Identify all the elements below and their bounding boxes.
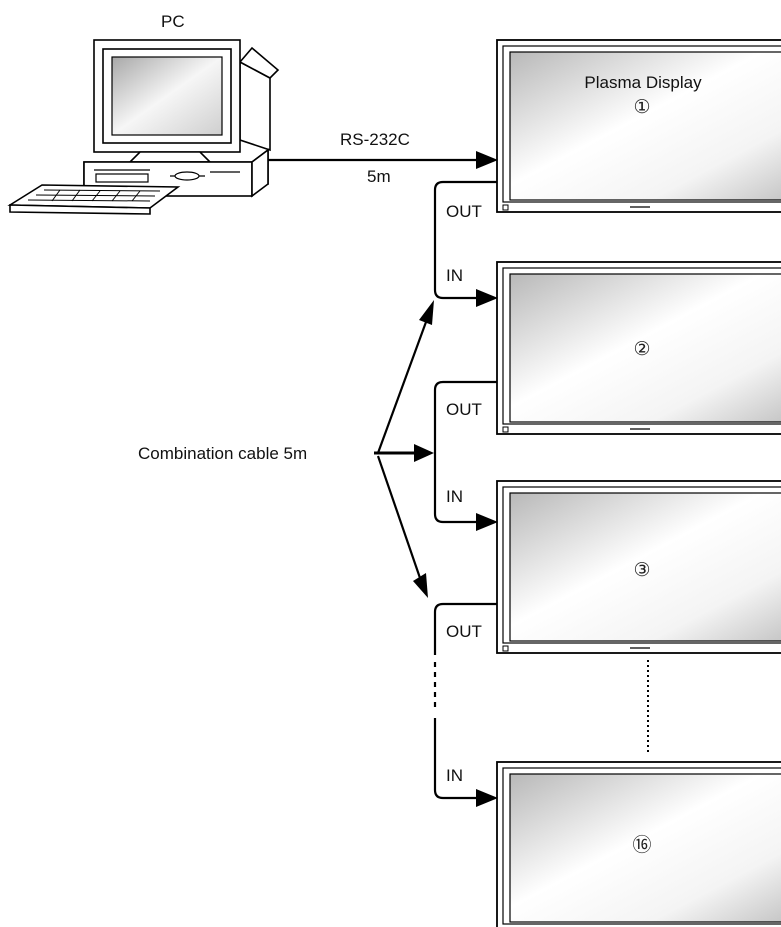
- display-1-title: Plasma Display: [584, 73, 702, 92]
- display-1-number: ①: [633, 96, 651, 118]
- plasma-display-2: [496, 261, 781, 435]
- plasma-display-16: [496, 761, 781, 927]
- port-in-label-3: IN: [446, 487, 463, 506]
- rs232c-cable: [268, 151, 498, 169]
- arrowhead: [476, 151, 498, 169]
- port-out-label-1: OUT: [446, 202, 482, 221]
- port-out-label-3: OUT: [446, 622, 482, 641]
- combination-cable-arrows: [374, 300, 434, 598]
- chain-link-2-3: [433, 380, 498, 531]
- display-3-number: ③: [633, 559, 651, 581]
- display-16-number: ⑯: [632, 834, 652, 856]
- port-in-label-16: IN: [446, 766, 463, 785]
- rs232c-label: RS-232C: [340, 130, 410, 149]
- chain-link-3-16: [433, 602, 498, 807]
- plasma-display-3: [496, 480, 781, 654]
- pc-label: PC: [161, 12, 185, 31]
- port-out-label-2: OUT: [446, 400, 482, 419]
- pc-icon: [7, 39, 280, 215]
- combination-cable-label: Combination cable 5m: [138, 444, 308, 463]
- cable-length-label: 5m: [367, 167, 391, 186]
- chain-link-1-2: [433, 180, 498, 307]
- port-in-label-2: IN: [446, 266, 463, 285]
- plasma-display-1: [496, 39, 781, 213]
- display-2-number: ②: [633, 338, 651, 360]
